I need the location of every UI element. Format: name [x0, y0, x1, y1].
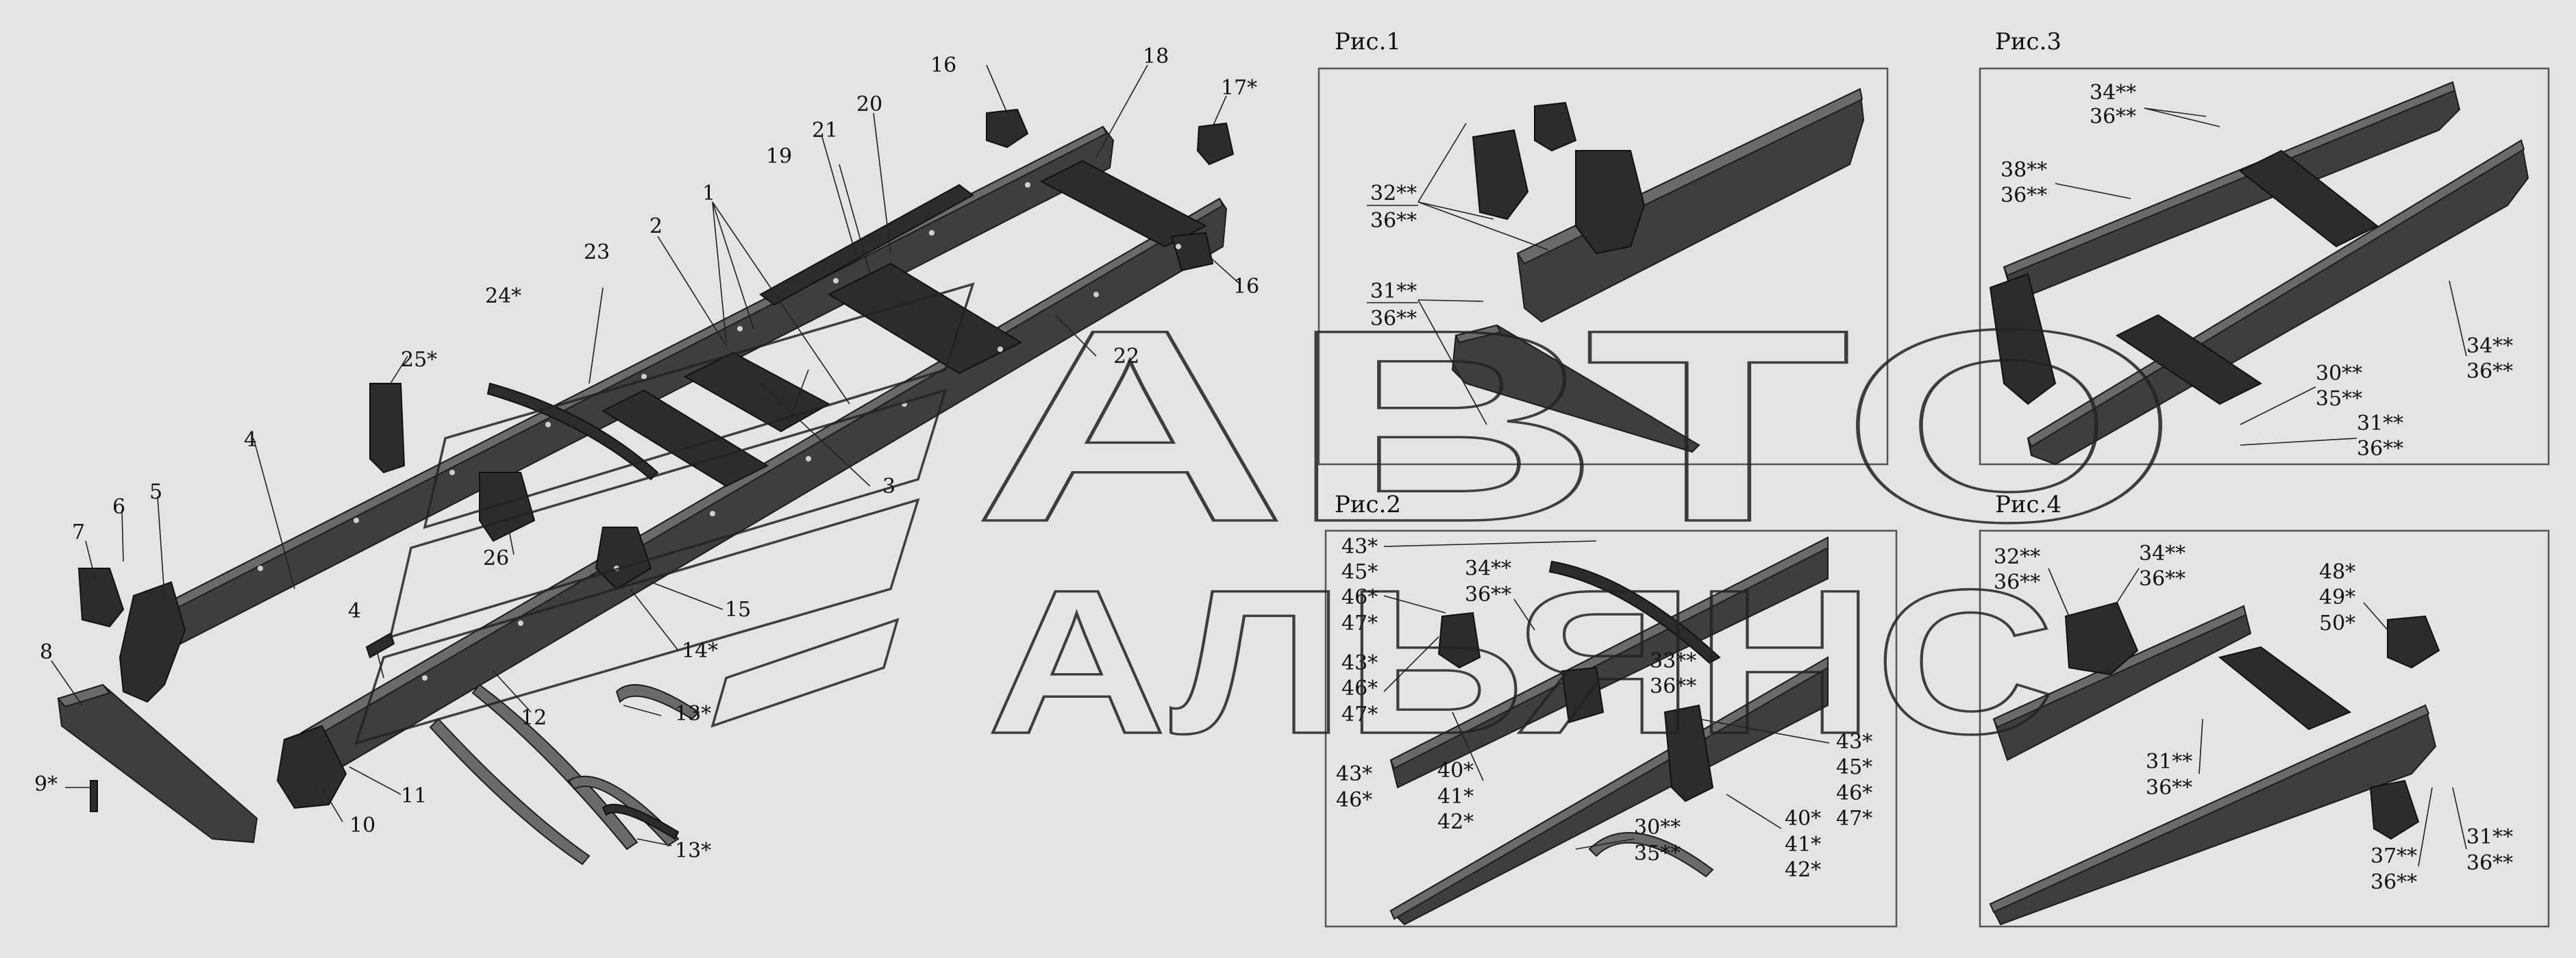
fig4-label-36a: 36** [1994, 570, 2040, 594]
fig2-label-41b: 41* [1785, 833, 1821, 857]
fig2-label-47a: 47* [1341, 612, 1378, 635]
label-21: 21 [812, 118, 838, 142]
label-7: 7 [72, 520, 85, 544]
fig4-label-31a: 31** [2146, 750, 2192, 774]
label-18: 18 [1143, 45, 1169, 68]
fig3-label-35: 35** [2316, 387, 2362, 411]
fig4-label-36b: 36** [2139, 567, 2185, 591]
fig2-label-36a: 36** [1465, 583, 1511, 607]
fig2-label-43b: 43* [1341, 651, 1378, 675]
label-3: 3 [882, 475, 895, 499]
label-19: 19 [766, 144, 792, 168]
watermark-line2: АЛЬЯНС [987, 546, 2055, 777]
figure-2-title: Рис.2 [1335, 491, 1401, 518]
fig1-label-36b: 36** [1370, 307, 1417, 331]
label-15: 15 [725, 598, 751, 622]
fig2-label-43d: 43* [1836, 730, 1872, 754]
label-16a: 16 [930, 53, 956, 77]
label-10: 10 [349, 814, 375, 837]
fig3-label-38: 38** [2001, 158, 2047, 182]
label-4b: 4 [348, 599, 361, 623]
label-24: 24* [485, 284, 521, 308]
fig4-label-34: 34** [2139, 542, 2185, 566]
fig2-label-47b: 47* [1341, 703, 1378, 727]
label-11: 11 [401, 784, 427, 808]
fig2-label-30: 30** [1634, 816, 1681, 840]
fig2-label-41a: 41* [1437, 785, 1474, 809]
fig1-label-36a: 36** [1370, 209, 1417, 233]
fig2-label-45b: 45* [1836, 755, 1872, 779]
figure-3-panel: Рис.3 34** 36** 38** 36** 34** 36** 30**… [1979, 28, 2550, 466]
label-13b: 13* [675, 839, 711, 863]
fig2-label-35: 35** [1634, 842, 1681, 866]
fig3-label-36b: 36** [2001, 184, 2047, 207]
fig2-label-34: 34** [1465, 557, 1511, 581]
fig1-label-32: 32** [1370, 181, 1417, 205]
fig2-label-36b: 36** [1650, 675, 1696, 698]
fig2-label-45a: 45* [1341, 560, 1378, 584]
figure-3-title: Рис.3 [1995, 28, 2061, 55]
watermark-line1: АВТО [973, 273, 2179, 579]
fig2-label-42b: 42* [1785, 858, 1821, 882]
fig3-label-36d: 36** [2357, 437, 2403, 461]
fig2-label-46a: 46* [1341, 585, 1378, 609]
fig4-label-36e: 36** [2466, 851, 2513, 875]
label-26: 26 [483, 546, 509, 570]
fig3-label-36c: 36** [2466, 360, 2513, 383]
main-frame-assembly [57, 108, 1235, 866]
fig2-label-43c: 43* [1336, 762, 1372, 786]
label-25: 25* [401, 348, 437, 372]
figure-1-panel: Рис.1 32** 36** 31** 36** [1317, 28, 1889, 466]
fig2-label-46c: 46* [1336, 788, 1372, 812]
label-1: 1 [702, 181, 715, 205]
fig4-label-31b: 31** [2466, 825, 2513, 849]
fig3-label-31: 31** [2357, 412, 2403, 436]
fig2-label-46d: 46* [1836, 781, 1872, 805]
label-22: 22 [1113, 344, 1139, 368]
fig2-label-40a: 40* [1437, 759, 1474, 783]
watermark-logo: АВТО АЛЬЯНС [354, 271, 2180, 778]
fig2-label-42a: 42* [1437, 810, 1474, 834]
label-2: 2 [649, 214, 662, 238]
label-20: 20 [856, 92, 882, 116]
fig4-label-50: 50* [2319, 612, 2355, 635]
fig4-label-36c: 36** [2146, 776, 2192, 800]
main-labels: 1 2 3 4 4 5 6 7 8 9* 10 11 12 13* 13* 14… [34, 45, 1259, 863]
fig1-label-31: 31** [1370, 279, 1417, 303]
figure-4-panel: Рис.4 32** 36** 34** 36** 48* 49* 50* 31… [1979, 491, 2550, 928]
figure-2-panel: Рис.2 43* 45* 46* 47* 34** 36** 43* 46* … [1324, 491, 1898, 928]
label-14: 14* [682, 639, 718, 663]
figure-4-title: Рис.4 [1995, 491, 2061, 518]
fig2-label-47d: 47* [1836, 807, 1872, 831]
fig4-label-36d: 36** [2370, 870, 2417, 894]
label-12: 12 [521, 706, 547, 730]
fig3-label-34b: 34** [2466, 334, 2513, 358]
label-13a: 13* [675, 702, 711, 726]
fig2-label-33: 33** [1650, 649, 1696, 673]
fig2-label-40b: 40* [1785, 807, 1821, 831]
fig2-label-43a: 43* [1341, 535, 1378, 559]
label-4: 4 [244, 428, 257, 452]
fig4-label-48: 48* [2319, 560, 2355, 584]
fig4-label-32: 32** [1994, 545, 2040, 569]
fig3-label-30: 30** [2316, 362, 2362, 386]
label-17: 17* [1221, 76, 1257, 100]
label-23: 23 [584, 240, 610, 264]
label-6: 6 [112, 495, 125, 519]
label-16b: 16 [1233, 275, 1259, 299]
fig4-label-49: 49* [2319, 585, 2355, 609]
label-9: 9* [34, 772, 58, 796]
label-8: 8 [40, 640, 53, 664]
figure-1-title: Рис.1 [1335, 28, 1401, 55]
fig3-label-34a: 34** [2090, 81, 2136, 105]
fig3-label-36a: 36** [2090, 105, 2136, 129]
fig2-label-46b: 46* [1341, 677, 1378, 701]
fig4-label-37: 37** [2370, 844, 2417, 868]
label-5: 5 [149, 480, 162, 504]
